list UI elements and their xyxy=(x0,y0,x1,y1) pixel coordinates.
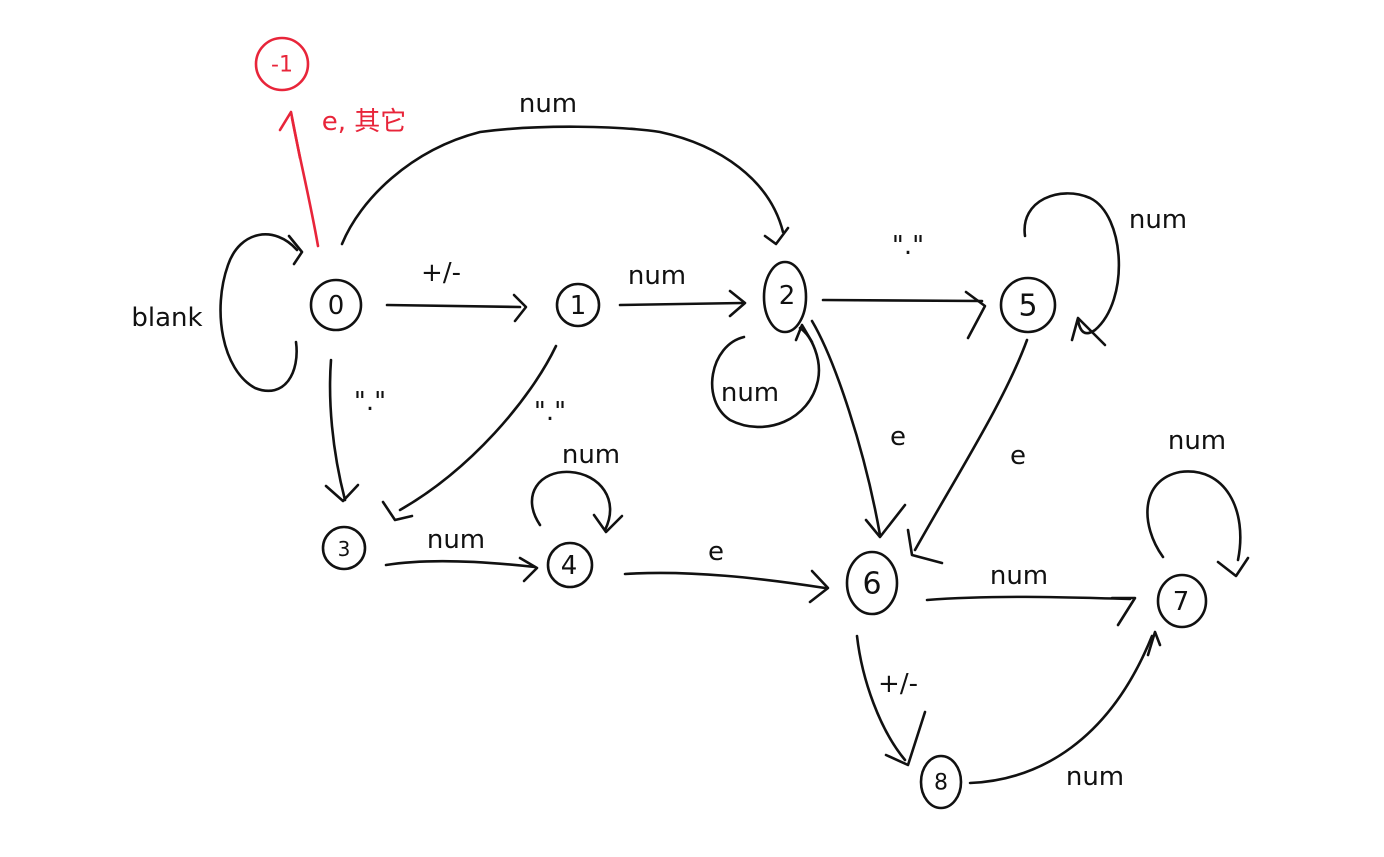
label-8-7: num xyxy=(1066,762,1124,792)
label-5-6: e xyxy=(1010,441,1026,471)
label-6-8: +/- xyxy=(878,669,918,699)
edge-0-0 xyxy=(219,233,304,393)
edge-0-1 xyxy=(385,293,528,323)
edge-6-8 xyxy=(855,634,927,767)
edge-6-7 xyxy=(925,595,1137,627)
label-6-7: num xyxy=(990,561,1048,591)
state-1: 1 xyxy=(555,282,601,328)
edge-1-3 xyxy=(381,344,558,522)
svg-text:8: 8 xyxy=(934,771,948,796)
svg-text:7: 7 xyxy=(1173,587,1190,617)
edge-0-err xyxy=(278,110,320,248)
edge-0-3 xyxy=(324,358,360,503)
edge-8-7 xyxy=(968,630,1162,785)
state-6: 6 xyxy=(845,550,899,616)
label-1-3: "." xyxy=(534,397,566,427)
state-error: -1 xyxy=(254,36,310,92)
edge-4-6 xyxy=(623,569,830,604)
edge-5-5 xyxy=(1023,192,1121,347)
label-2-6: e xyxy=(890,422,906,452)
label-2-2: num xyxy=(721,378,779,408)
label-4-4: num xyxy=(562,440,620,470)
svg-text:4: 4 xyxy=(561,551,578,581)
svg-text:-1: -1 xyxy=(271,53,293,78)
svg-text:6: 6 xyxy=(862,567,881,602)
state-5: 5 xyxy=(999,276,1057,334)
svg-text:1: 1 xyxy=(570,291,587,321)
edge-1-2 xyxy=(618,289,747,318)
state-7: 7 xyxy=(1156,573,1208,629)
label-2-5: "." xyxy=(892,231,924,261)
edge-5-6 xyxy=(906,338,1029,565)
label-3-4: num xyxy=(427,525,485,555)
edge-3-4 xyxy=(384,556,539,583)
state-4: 4 xyxy=(546,541,594,589)
state-0: 0 xyxy=(309,278,363,332)
label-7-7: num xyxy=(1168,426,1226,456)
label-0-2: num xyxy=(519,89,577,119)
svg-text:2: 2 xyxy=(779,281,796,311)
svg-text:3: 3 xyxy=(338,537,351,561)
state-8: 8 xyxy=(919,754,963,810)
label-0-3: "." xyxy=(354,387,386,417)
label-5-5: num xyxy=(1129,205,1187,235)
state-3: 3 xyxy=(321,525,367,571)
label-0-0: blank xyxy=(131,303,202,333)
state-2: 2 xyxy=(762,260,808,334)
label-0-1: +/- xyxy=(421,258,461,288)
edge-2-5 xyxy=(821,290,987,340)
svg-text:5: 5 xyxy=(1018,289,1037,324)
svg-text:0: 0 xyxy=(328,291,345,321)
edge-0-2 xyxy=(340,125,790,246)
edge-4-4 xyxy=(530,470,624,534)
label-1-2: num xyxy=(628,261,686,291)
label-0-err: e, 其它 xyxy=(322,107,407,137)
edge-2-6 xyxy=(810,319,907,539)
label-4-6: e xyxy=(708,537,724,567)
edge-7-7 xyxy=(1146,470,1250,578)
edge-2-2 xyxy=(710,323,821,429)
